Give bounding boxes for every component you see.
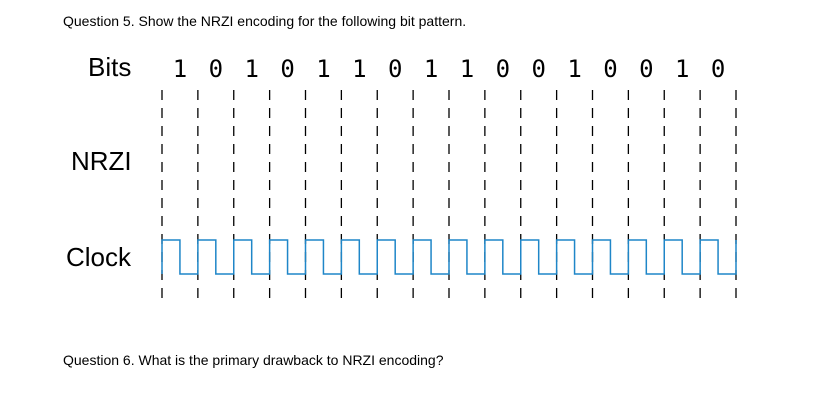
bit-digit: 1 (424, 55, 438, 83)
question-5-text: Question 5. Show the NRZI encoding for t… (63, 13, 467, 29)
bit-digit: 0 (603, 55, 617, 83)
bit-digit: 0 (711, 55, 725, 83)
bit-digit: 0 (388, 55, 402, 83)
question-6-text: Question 6. What is the primary drawback… (63, 352, 444, 368)
bit-digit: 1 (173, 55, 187, 83)
clock-signal (161, 239, 737, 275)
bit-digit: 0 (209, 55, 223, 83)
bit-digit: 0 (496, 55, 510, 83)
bit-digit: 0 (280, 55, 294, 83)
bit-digit: 1 (316, 55, 330, 83)
bit-digit: 1 (460, 55, 474, 83)
bit-digit: 1 (352, 55, 366, 83)
clock-row-label: Clock (66, 242, 132, 272)
bits-row-label: Bits (88, 52, 132, 82)
clock-waveform (161, 239, 737, 275)
bit-digit: 1 (244, 55, 258, 83)
bit-digit: 0 (531, 55, 545, 83)
bit-digit: 0 (639, 55, 653, 83)
bit-digit: 1 (675, 55, 689, 83)
nrzi-row-label: NRZI (71, 146, 132, 176)
bit-digit: 1 (567, 55, 581, 83)
